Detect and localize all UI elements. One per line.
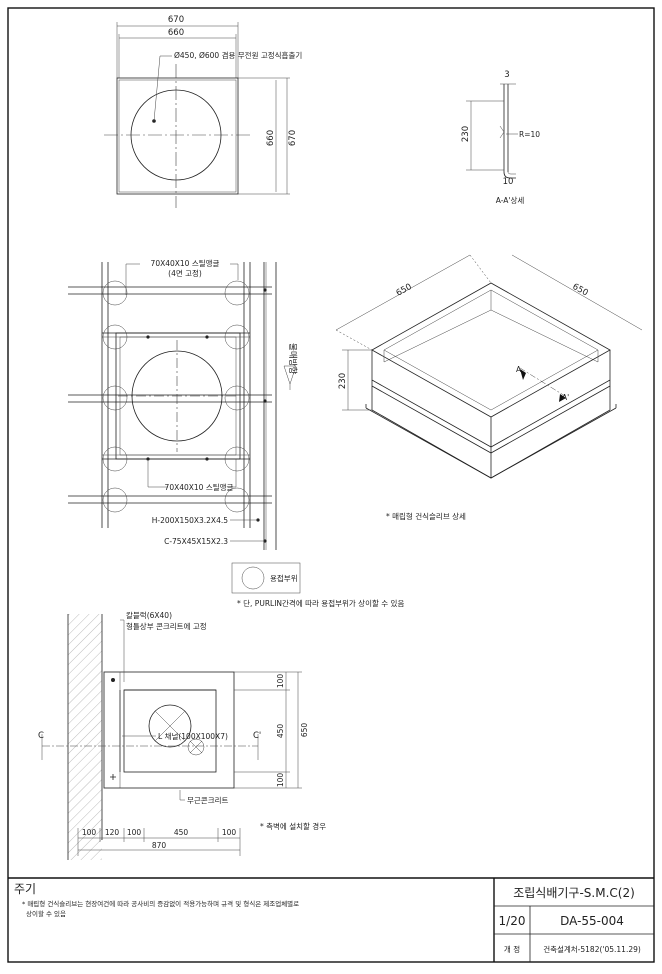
dim-side-inner: 660 [266,130,276,146]
drawing-scale: 1/20 [499,914,526,928]
section-mark-c: C [38,731,44,741]
iso-dim-right: 650 [571,282,590,299]
revision-label: 개 정 [504,944,520,954]
iso-dim-height: 230 [338,373,348,389]
sheet-border [7,7,655,963]
h-beam-label: H-200X150X3.2X4.5 [152,516,228,525]
anchor-note: 칼블럭(6X40) [126,611,172,620]
side-note: * 측벽에 설치할 경우 [260,821,326,831]
drawing-title: 조립식배기구-S.M.C(2) [513,886,635,900]
dim-side-outer: 670 [288,130,298,146]
vent-leader-note: Ø450, Ø600 겸용 무전원 고정식흡출기 [174,50,302,60]
iso-caption: * 매립형 건식슬리브 상세 [386,511,466,521]
title-block: 주기 * 매립형 건식슬리브는 현장여건에 따라 공사비의 증감없이 적용가능하… [8,877,654,962]
revision-text: 건축설계처-5182('05.11.29) [543,944,641,954]
notes-text-1: * 매립형 건식슬리브는 현장여건에 따라 공사비의 증감없이 적용가능하며 규… [22,899,299,908]
dim-h-3: 100 [127,828,142,837]
section-mark-a: A [516,365,522,374]
concrete-note: 무근콘크리트 [187,796,228,805]
section-mark-a-prime: A' [562,393,569,402]
framing-plan-view: 70X40X10 스틸앵글 (4면 고정) 70X40X10 스틸앵글 물매방향… [68,258,298,550]
c-channel-label: C-75X45X15X2.3 [164,537,228,546]
concrete-block [103,671,235,789]
dim-thickness: 3 [504,70,509,80]
slope-direction-label: 물매방향 [287,343,298,374]
dim-h-5: 100 [222,828,237,837]
detail-caption: A-A'상세 [496,195,525,205]
section-aa-detail: 3 230 R=10 10 A-A'상세 [461,70,540,205]
notes-title: 주기 [14,882,36,896]
dim-bottom: 10 [503,177,514,187]
side-wall-detail: 칼블럭(6X40) 형틀상부 콘크리트에 고정 L 채널(100X100X7) … [38,611,326,860]
iso-dim-left: 650 [395,282,414,299]
dim-h-1: 100 [82,828,97,837]
sleeve-square-outline [116,77,239,195]
drawing-number: DA-55-004 [560,914,624,928]
angle-note-sub: (4면 고정) [168,268,202,278]
top-plan-view: 670 660 Ø450, Ø600 겸용 무전원 고정식흡출기 660 670 [104,15,302,208]
weld-legend-label: 용접부위 [270,574,298,583]
dim-v-total: 650 [300,723,309,738]
dim-v-mid: 450 [276,724,285,739]
dim-h-2: 120 [105,828,120,837]
dim-h-total: 870 [152,841,167,850]
dim-inner-width: 660 [168,28,184,38]
dim-v-top: 100 [276,674,285,689]
angle-note-2: 70X40X10 스틸앵글 [165,482,234,492]
weld-points [102,280,250,513]
weld-legend: 용접부위 * 단, PURLIN간격에 따라 용접부위가 상이할 수 있음 [231,562,404,608]
dim-h-4: 450 [174,828,189,837]
isometric-view: 650 650 230 A A' * 매립형 건식슬리브 상세 [335,254,643,521]
anchor-note-sub: 형틀상부 콘크리트에 고정 [126,621,207,631]
section-mark-c-prime: C' [253,731,261,741]
radius-label: R=10 [519,130,540,139]
dim-v-bot: 100 [276,773,285,788]
dim-detail-height: 230 [461,126,471,142]
angle-note: 70X40X10 스틸앵글 [151,258,220,268]
channel-note: L 채널(100X100X7) [158,731,228,741]
weld-note: * 단, PURLIN간격에 따라 용접부위가 상이할 수 있음 [237,598,404,608]
dim-outer-width: 670 [168,15,184,25]
notes-text-2: 상이할 수 있음 [26,909,66,918]
